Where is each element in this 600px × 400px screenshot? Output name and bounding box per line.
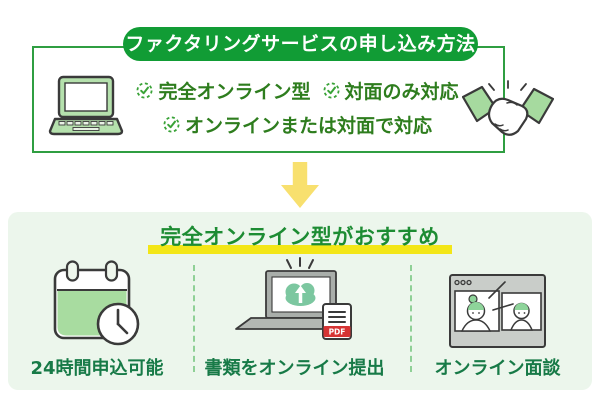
icon-wrap	[47, 252, 147, 348]
feature-24h: 24時間申込可能	[8, 252, 186, 380]
option-label: オンラインまたは対面で対応	[184, 115, 432, 137]
feature-online-submit: PDF 書類をオンライン提出	[186, 252, 403, 380]
option-label: 対面のみ対応	[344, 81, 459, 103]
video-call-icon	[449, 274, 546, 348]
option-item: オンラインまたは対面で対応	[163, 111, 432, 138]
recommend-title-wrap: 完全オンライン型がおすすめ	[8, 221, 592, 254]
option-item: 完全オンライン型	[136, 77, 311, 104]
recommend-panel: 完全オンライン型がおすすめ 24時間申込可能	[8, 212, 592, 390]
pdf-badge: PDF	[328, 328, 345, 337]
check-circle-icon	[136, 82, 153, 99]
check-circle-icon	[323, 82, 339, 99]
feature-label: 24時間申込可能	[30, 358, 164, 379]
dashed-divider	[410, 265, 412, 372]
icon-wrap	[449, 252, 546, 348]
recommend-title: 完全オンライン型がおすすめ	[148, 221, 452, 254]
option-label: 完全オンライン型	[158, 81, 311, 103]
icon-wrap: PDF	[220, 252, 370, 348]
calendar-clock-icon	[53, 260, 140, 346]
feature-online-interview: オンライン面談	[403, 252, 592, 380]
check-circle-icon	[163, 116, 180, 133]
laptop-icon	[48, 75, 124, 136]
laptop-upload-icon: PDF	[234, 257, 352, 340]
feature-label: 書類をオンライン提出	[204, 358, 385, 379]
option-row-2: オンラインまたは対面で対応	[125, 111, 470, 138]
option-item: 対面のみ対応	[323, 77, 459, 104]
handshake-icon	[462, 80, 554, 136]
page-title: ファクタリングサービスの申し込み方法	[123, 27, 478, 61]
dashed-divider	[193, 265, 195, 372]
option-row-1: 完全オンライン型 対面のみ対応	[125, 77, 470, 104]
down-arrow-icon	[281, 162, 319, 208]
feature-label: オンライン面談	[434, 358, 561, 379]
